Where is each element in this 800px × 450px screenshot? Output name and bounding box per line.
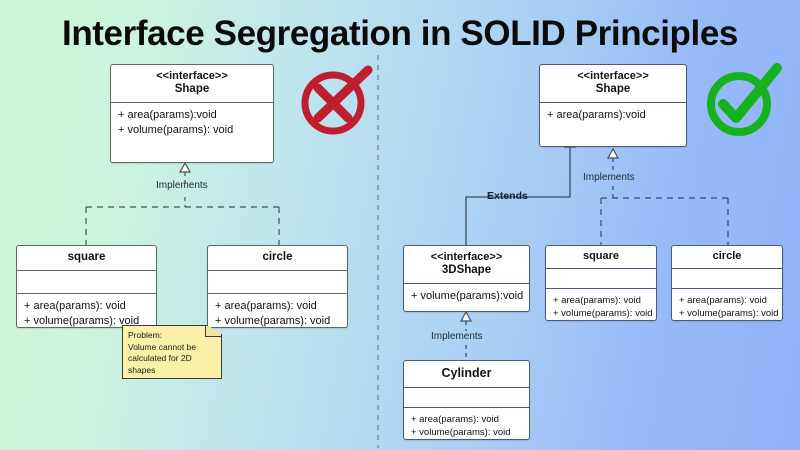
left-circle-sep-1 — [208, 270, 347, 271]
right-circle-sep-2 — [672, 288, 782, 289]
threed-shape-header: <<interface>> 3DShape — [404, 246, 529, 283]
right-square-attributes — [546, 269, 656, 288]
right-implements-label: Implements — [583, 172, 635, 183]
cylinder-operations: + area(params): void + volume(params): v… — [404, 408, 529, 439]
right-square-operations: + area(params): void + volume(params): v… — [546, 289, 656, 320]
left-realization-arrowhead — [178, 161, 192, 173]
right-circle-operations: + area(params): void + volume(params): v… — [672, 289, 782, 320]
right-square-sep-2 — [546, 288, 656, 289]
right-realization-arrowhead — [606, 147, 620, 159]
cylinder-class[interactable]: Cylinder + area(params): void + volume(p… — [403, 360, 530, 440]
operation-item: + volume(params): void — [24, 315, 140, 327]
operation-item: + area(params):void — [547, 109, 646, 121]
right-square-class[interactable]: square + area(params): void + volume(par… — [545, 245, 657, 321]
right-circle-sep-1 — [672, 268, 782, 269]
right-square-name: square — [582, 250, 620, 262]
left-shape-header: <<interface>> Shape — [111, 65, 273, 102]
green-check-icon — [707, 63, 782, 136]
operation-item: + area(params):void — [118, 109, 217, 121]
left-implements-label: Implements — [156, 180, 208, 191]
operation-item: + volume(params):void — [411, 290, 524, 302]
note-line: shapes — [128, 364, 156, 375]
extends-label: Extends — [487, 190, 528, 202]
left-circle-operations: + area(params): void + volume(params): v… — [208, 294, 347, 327]
extends-connector — [465, 147, 571, 245]
cylinder-realization-arrowhead — [459, 310, 473, 322]
operation-item: + area(params): void — [679, 295, 767, 306]
left-square-attributes — [17, 271, 156, 293]
right-circle-class[interactable]: circle + area(params): void + volume(par… — [671, 245, 783, 321]
left-square-name: square — [67, 251, 106, 263]
left-square-operations: + area(params): void + volume(params): v… — [17, 294, 156, 327]
left-shape-operations: + area(params):void + volume(params): vo… — [111, 103, 273, 144]
left-square-sep-2 — [17, 293, 156, 294]
threed-shape-name: 3DShape — [441, 264, 492, 276]
left-square-class[interactable]: square + area(params): void + volume(par… — [16, 245, 157, 328]
cylinder-attributes — [404, 388, 529, 407]
operation-item: + volume(params): void — [118, 124, 234, 136]
threed-shape-separator — [404, 283, 529, 284]
left-square-sep-1 — [17, 270, 156, 271]
cylinder-name: Cylinder — [441, 366, 492, 380]
problem-note: Problem: Volume cannot be calculated for… — [122, 325, 222, 379]
right-circle-name: circle — [712, 250, 742, 262]
left-circle-attributes — [208, 271, 347, 293]
operation-item: + volume(params): void — [215, 315, 331, 327]
note-line: Volume cannot be — [128, 341, 197, 352]
left-circle-sep-2 — [208, 293, 347, 294]
left-shape-name: Shape — [174, 83, 210, 95]
cylinder-sep-2 — [404, 407, 529, 408]
operation-item: + volume(params): void — [679, 308, 779, 319]
note-line: calculated for 2D — [128, 353, 192, 363]
operation-item: + area(params): void — [215, 300, 317, 312]
operation-item: + area(params): void — [553, 295, 641, 306]
threed-shape-operations: + volume(params):void — [404, 284, 529, 310]
red-cross-icon — [301, 65, 373, 135]
right-shape-interface[interactable]: <<interface>> Shape + area(params):void — [539, 64, 687, 147]
page-title: Interface Segregation in SOLID Principle… — [62, 14, 738, 53]
operation-item: + volume(params): void — [553, 308, 653, 319]
note-fold-corner — [205, 326, 221, 337]
right-shape-stereotype: <<interface>> — [577, 70, 649, 82]
right-shape-header: <<interface>> Shape — [540, 65, 686, 102]
right-shape-separator — [540, 102, 686, 103]
cylinder-sep-1 — [404, 387, 529, 388]
right-shape-operations: + area(params):void — [540, 103, 686, 129]
right-shape-name: Shape — [595, 83, 631, 95]
operation-item: + volume(params): void — [411, 427, 511, 438]
left-shape-interface[interactable]: <<interface>> Shape + area(params):void … — [110, 64, 274, 163]
right-square-sep-1 — [546, 268, 656, 269]
left-shape-separator — [111, 102, 273, 103]
right-circle-attributes — [672, 269, 782, 288]
operation-item: + area(params): void — [411, 414, 499, 425]
left-shape-stereotype: <<interface>> — [156, 70, 228, 82]
threed-shape-stereotype: <<interface>> — [430, 251, 503, 263]
note-line: Problem: — [128, 330, 163, 340]
operation-item: + area(params): void — [24, 300, 126, 312]
threed-shape-interface[interactable]: <<interface>> 3DShape + volume(params):v… — [403, 245, 530, 312]
cylinder-implements-label: Implements — [431, 331, 483, 342]
left-circle-name: circle — [262, 251, 293, 263]
left-circle-class[interactable]: circle + area(params): void + volume(par… — [207, 245, 348, 328]
